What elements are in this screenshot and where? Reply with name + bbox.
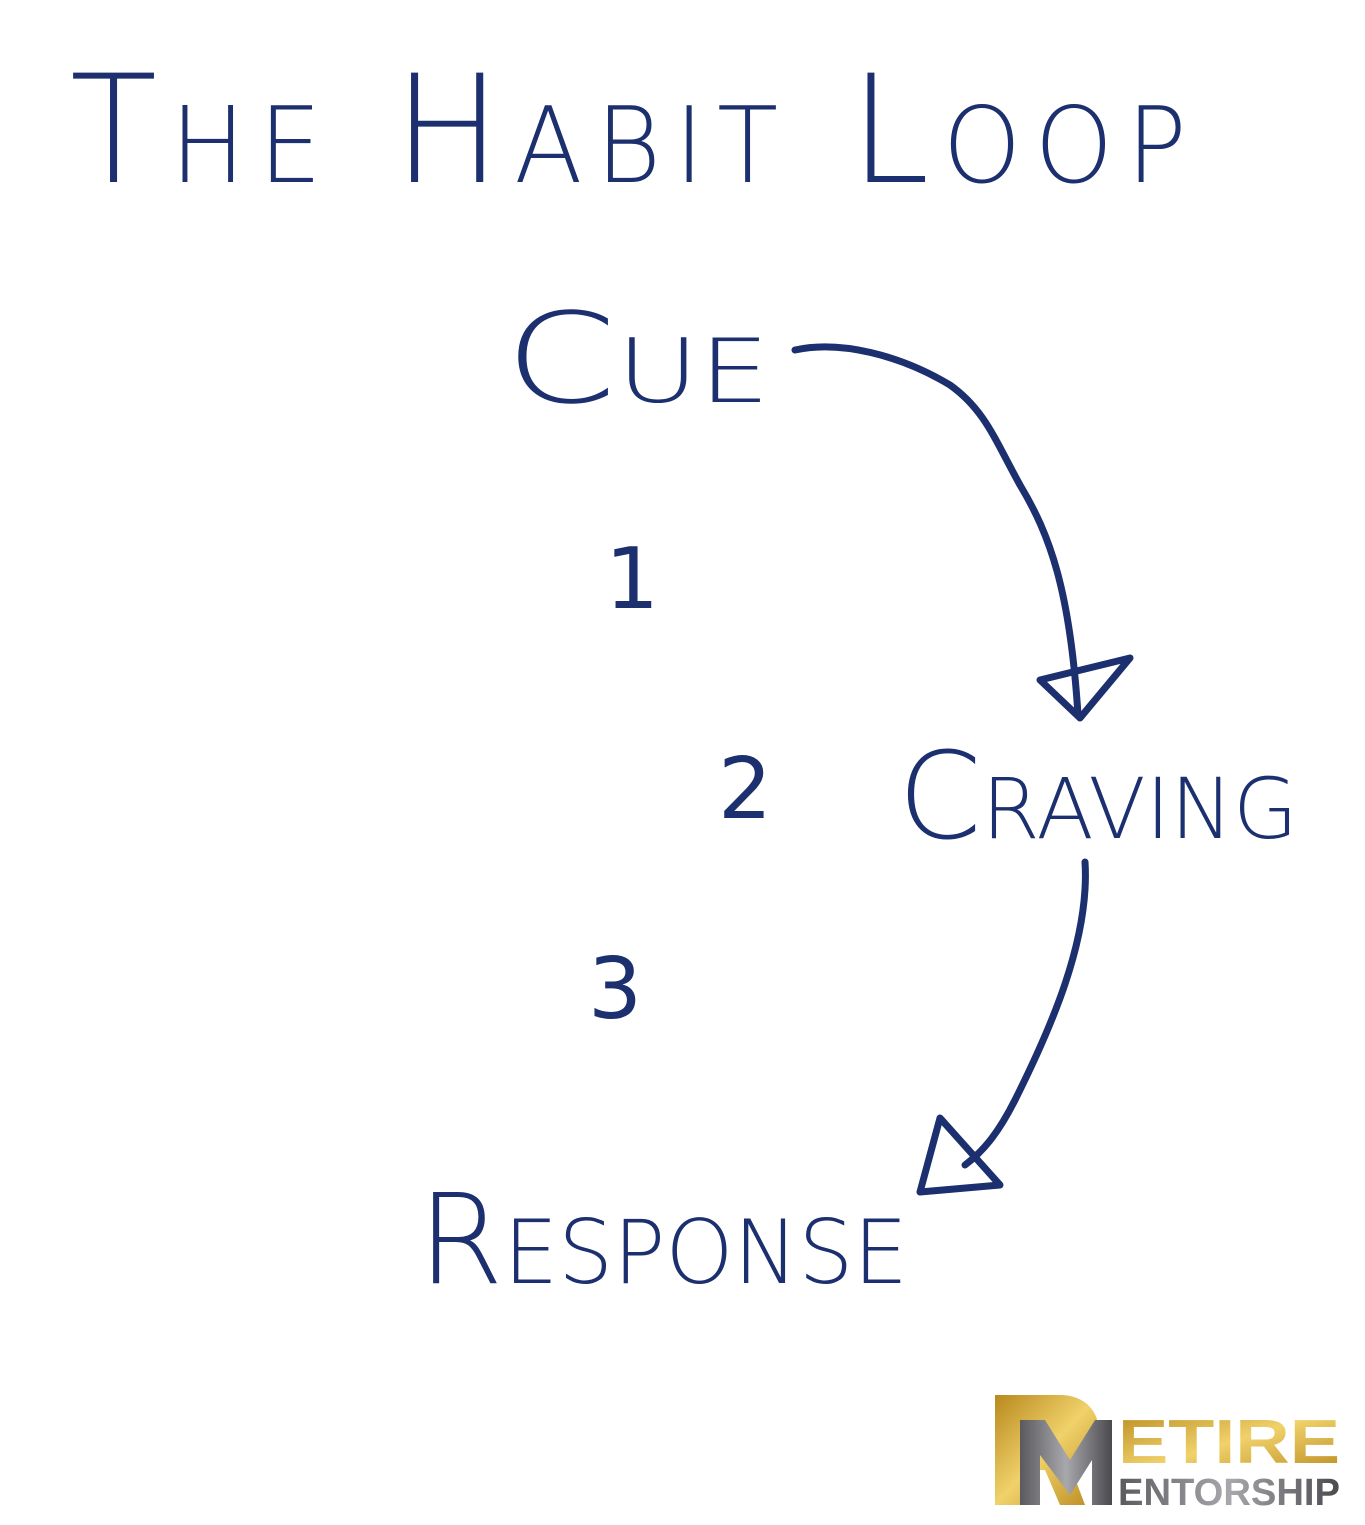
diagram-title: The Habit Loop — [70, 44, 1200, 218]
logo-line2: ENTORSHIP — [1118, 1472, 1340, 1514]
step-number-2: 2 — [718, 740, 772, 839]
arrow-craving-to-response — [961, 858, 1089, 1169]
arrowhead-craving-to-response — [916, 1114, 1004, 1196]
step-label-cue: Cue — [505, 287, 770, 432]
retire-mentorship-logo: ETIRE ENTORSHIP — [995, 1395, 1340, 1514]
logo-line1: ETIRE — [1118, 1408, 1340, 1477]
step-label-craving: Craving — [898, 728, 1298, 867]
step-number-3: 3 — [588, 940, 642, 1039]
step-label-response: Response — [418, 1168, 908, 1313]
arrowhead-cue-to-craving — [1036, 654, 1134, 722]
step-number-1: 1 — [605, 530, 659, 629]
arrow-cue-to-craving — [791, 343, 1082, 719]
